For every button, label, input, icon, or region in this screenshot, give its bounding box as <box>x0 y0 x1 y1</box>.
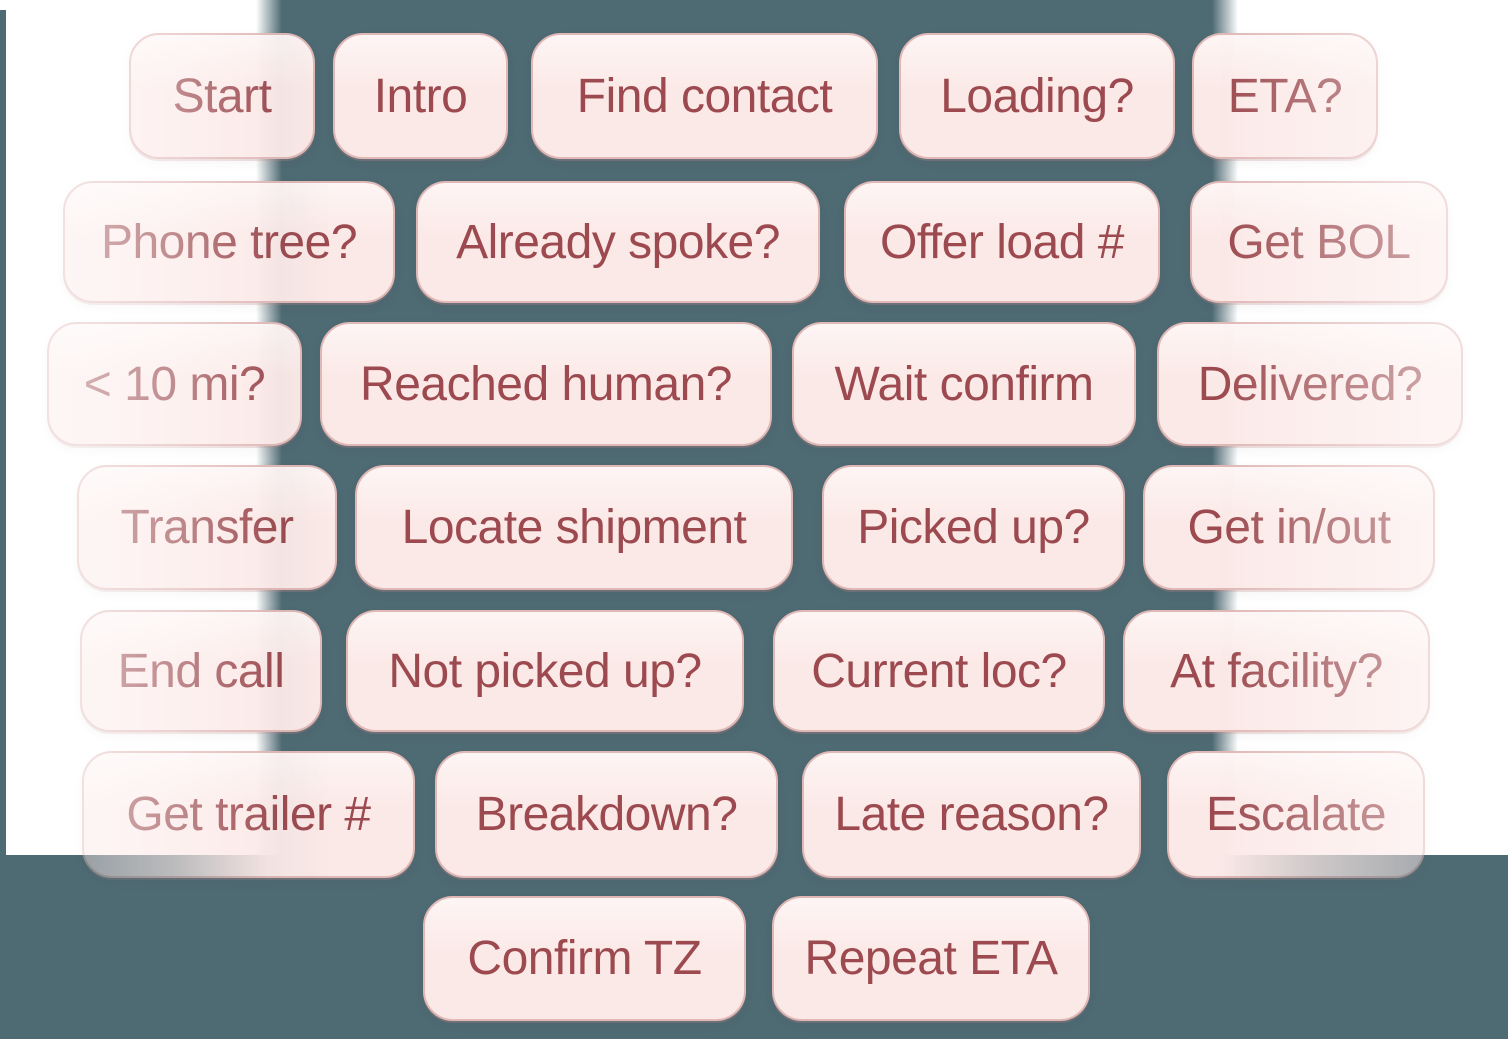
pill-get-trailer-number[interactable]: Get trailer # <box>82 751 415 878</box>
pill-eta[interactable]: ETA? <box>1192 33 1378 159</box>
pill-repeat-eta[interactable]: Repeat ETA <box>772 896 1090 1021</box>
pill-reached-human[interactable]: Reached human? <box>320 322 772 446</box>
pill-current-loc[interactable]: Current loc? <box>773 610 1105 732</box>
pill-confirm-tz[interactable]: Confirm TZ <box>423 896 746 1021</box>
pill-get-bol[interactable]: Get BOL <box>1190 181 1448 303</box>
pill-under-10-mi[interactable]: < 10 mi? <box>47 322 302 446</box>
pill-picked-up[interactable]: Picked up? <box>822 465 1125 590</box>
pill-at-facility[interactable]: At facility? <box>1123 610 1430 732</box>
pill-offer-load-number[interactable]: Offer load # <box>844 181 1160 303</box>
pill-phone-tree[interactable]: Phone tree? <box>63 181 395 303</box>
pill-not-picked-up[interactable]: Not picked up? <box>346 610 744 732</box>
pill-breakdown[interactable]: Breakdown? <box>435 751 778 878</box>
pill-end-call[interactable]: End call <box>80 610 322 732</box>
pill-loading[interactable]: Loading? <box>899 33 1175 159</box>
pill-find-contact[interactable]: Find contact <box>531 33 878 159</box>
pill-transfer[interactable]: Transfer <box>77 465 337 590</box>
pill-start[interactable]: Start <box>129 33 315 159</box>
pill-late-reason[interactable]: Late reason? <box>802 751 1141 878</box>
pill-locate-shipment[interactable]: Locate shipment <box>355 465 793 590</box>
pill-already-spoke[interactable]: Already spoke? <box>416 181 820 303</box>
pill-get-in-out[interactable]: Get in/out <box>1143 465 1435 590</box>
pill-intro[interactable]: Intro <box>333 33 508 159</box>
pill-wait-confirm[interactable]: Wait confirm <box>792 322 1136 446</box>
pill-escalate[interactable]: Escalate <box>1167 751 1425 878</box>
pill-delivered[interactable]: Delivered? <box>1157 322 1463 446</box>
